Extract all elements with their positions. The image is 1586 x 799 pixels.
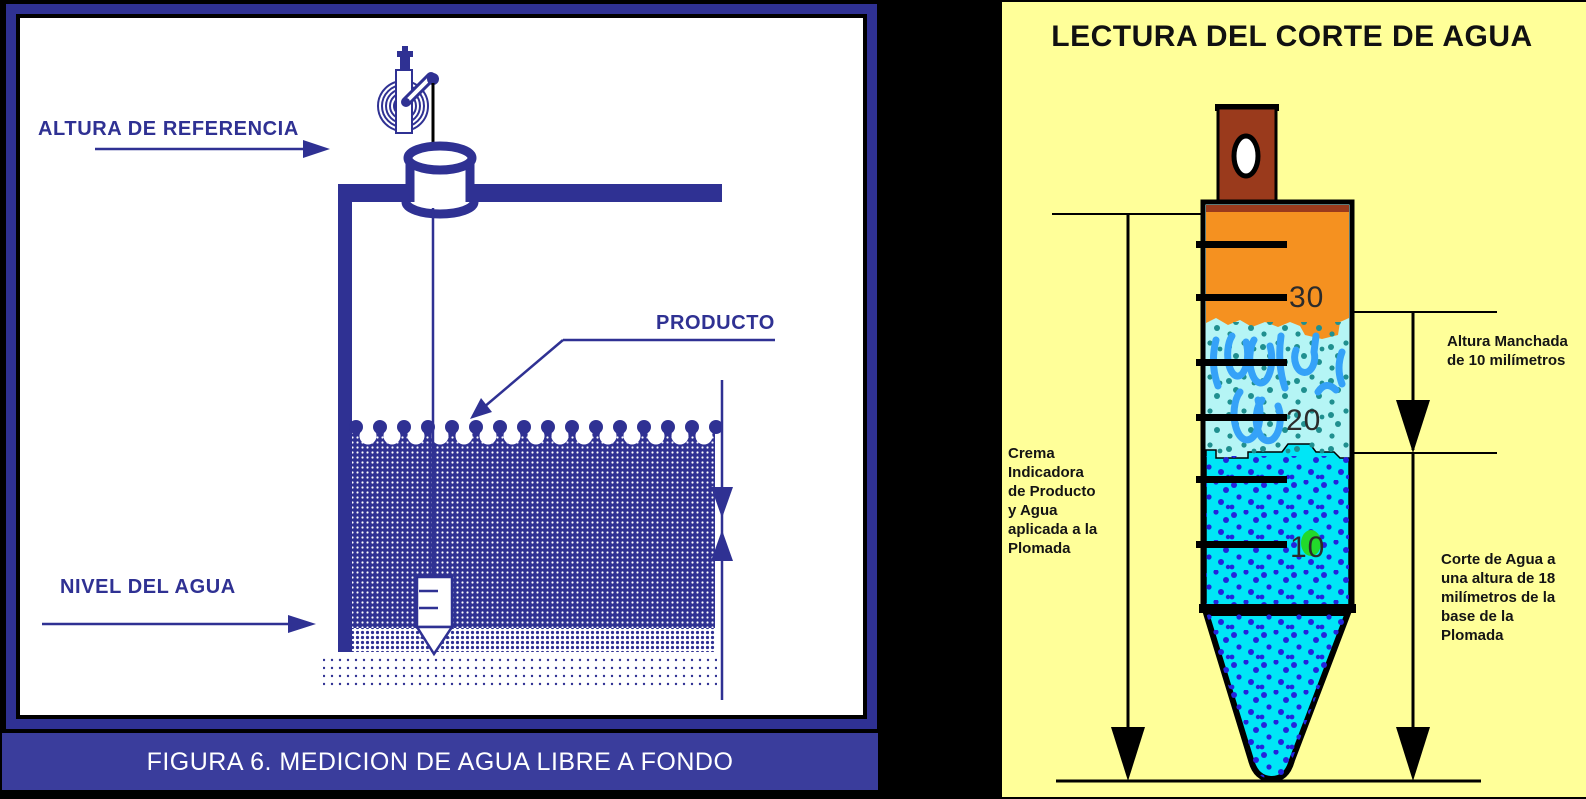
plomada-eyelet	[1231, 133, 1261, 179]
surface-bead	[469, 420, 483, 434]
surface-scallop	[455, 427, 473, 445]
tank-top-bar	[338, 184, 722, 202]
surface-bead	[493, 420, 507, 434]
surface-bead	[613, 420, 627, 434]
arrow-down-icon	[1111, 727, 1145, 781]
surface-bead	[685, 420, 699, 434]
right-panel: LECTURA DEL CORTE DE AGUA	[1002, 2, 1586, 797]
caption-bar: FIGURA 6. MEDICION DE AGUA LIBRE A FONDO	[2, 733, 878, 790]
label-line: una altura de 18	[1441, 570, 1555, 587]
surface-bead	[709, 420, 723, 434]
surface-scallop	[431, 427, 449, 445]
right-panel-title: LECTURA DEL CORTE DE AGUA	[1051, 20, 1532, 53]
arrow-down-icon	[1396, 400, 1430, 453]
surface-bead	[541, 420, 555, 434]
label-line: y Agua	[1008, 502, 1058, 519]
label-line: base de la	[1441, 608, 1514, 625]
surface-scallop	[551, 427, 569, 445]
figure-caption: FIGURA 6. MEDICION DE AGUA LIBRE A FONDO	[147, 748, 734, 776]
gauging-tape-reel	[377, 46, 439, 152]
altura-referencia-arrowhead-icon	[303, 140, 330, 158]
crema-indicadora-label: Crema Indicadora de Producto y Agua apli…	[1008, 445, 1098, 557]
surface-scallop	[479, 427, 497, 445]
scale-mark-20: 20	[1286, 404, 1321, 437]
surface-scallop	[647, 427, 665, 445]
surface-bead	[397, 420, 411, 434]
label-line: Indicadora	[1008, 464, 1085, 481]
surface-scallop	[407, 427, 425, 445]
gauge-hatch-cylinder	[401, 141, 479, 219]
producto-arrowhead-icon	[470, 398, 492, 419]
plumb-bob-left	[414, 575, 455, 657]
arrow-down-icon	[1396, 727, 1430, 781]
nivel-agua-arrowhead-icon	[288, 615, 316, 633]
altura-manchada-label: Altura Manchada de 10 milímetros	[1447, 333, 1569, 369]
scale-mark-10: 10	[1290, 531, 1325, 564]
surface-scallop	[671, 427, 689, 445]
surface-bead	[373, 420, 387, 434]
surface-bead	[421, 420, 435, 434]
surface-bead	[565, 420, 579, 434]
nivel-agua-label: NIVEL DEL AGUA	[60, 576, 236, 598]
producto-label: PRODUCTO	[656, 312, 775, 334]
surface-scallop	[695, 427, 713, 445]
label-line: Altura Manchada	[1447, 333, 1569, 350]
plomada-drawing: 30 20 10	[1196, 104, 1356, 783]
label-line: aplicada a la	[1008, 521, 1098, 538]
label-line: Plomada	[1441, 627, 1504, 644]
plomada-length-dimension	[1052, 213, 1202, 781]
arrow-up-icon	[711, 530, 733, 561]
altura-referencia-label: ALTURA DE REFERENCIA	[38, 118, 299, 140]
label-line: de Producto	[1008, 483, 1096, 500]
product-liquid-fill	[352, 432, 715, 628]
graduation-marks	[1196, 241, 1287, 548]
scale-mark-30: 30	[1289, 281, 1324, 314]
free-water-layer	[352, 628, 715, 652]
tape-exit-pulley	[427, 73, 439, 85]
surface-scallop	[575, 427, 593, 445]
surface-scallop	[383, 427, 401, 445]
liquid-surface-scallops	[359, 427, 713, 445]
surface-scallop	[599, 427, 617, 445]
product-depth-dimension	[711, 380, 733, 700]
label-line: Corte de Agua a	[1441, 551, 1556, 568]
surface-bead	[589, 420, 603, 434]
label-line: de 10 milímetros	[1447, 352, 1565, 369]
surface-scallop	[623, 427, 641, 445]
surface-scallop	[359, 427, 377, 445]
corte-agua-dimension	[1396, 453, 1430, 781]
arrow-down-icon	[711, 487, 733, 518]
label-line: milímetros de la	[1441, 589, 1556, 606]
surface-scallop	[527, 427, 545, 445]
tank-left-wall	[338, 184, 352, 652]
surface-bead	[661, 420, 675, 434]
surface-bead	[445, 420, 459, 434]
producto-leader-diagonal	[476, 339, 564, 414]
plomada-base-band	[1199, 604, 1356, 613]
surface-scallop	[503, 427, 521, 445]
label-line: Plomada	[1008, 540, 1071, 557]
tank-foundation	[323, 656, 717, 688]
surface-bead	[517, 420, 531, 434]
surface-bead	[637, 420, 651, 434]
left-panel: ALTURA DE REFERENCIA PRODUCTO NIVEL DEL …	[6, 4, 877, 729]
corte-agua-label: Corte de Agua a una altura de 18 milímet…	[1441, 551, 1556, 644]
label-line: Crema	[1008, 445, 1055, 462]
product-stain-region	[1206, 212, 1349, 339]
surface-bead	[349, 420, 363, 434]
water-cut-highlight	[1301, 530, 1321, 556]
liquid-surface-dots	[349, 420, 723, 434]
altura-manchada-dimension	[1353, 311, 1497, 454]
